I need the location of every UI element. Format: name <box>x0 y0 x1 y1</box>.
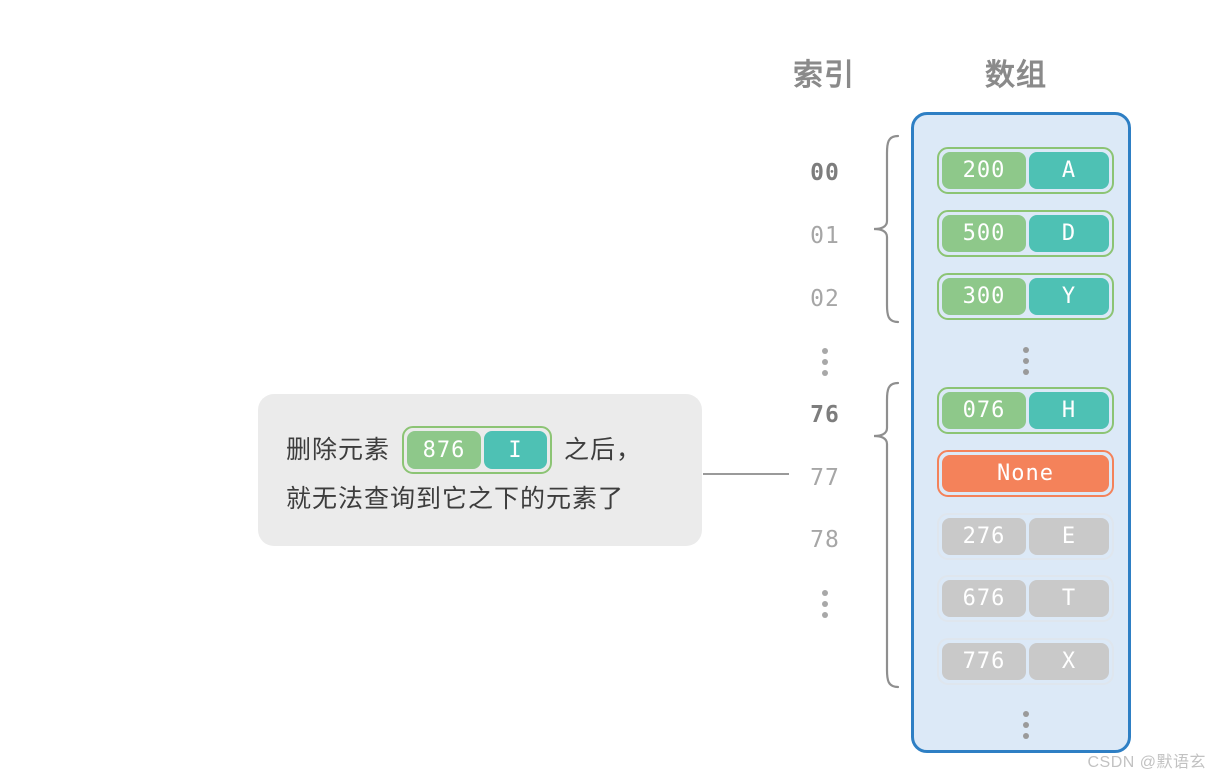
array-cell-value: E <box>1029 518 1109 555</box>
array-cell-key: 076 <box>942 392 1026 429</box>
array-cell-key: 500 <box>942 215 1026 252</box>
array-cell-key: 776 <box>942 643 1026 680</box>
index-label-02: 02 <box>810 286 840 312</box>
array-cell-value: Y <box>1029 278 1109 315</box>
callout-text-line2: 就无法查询到它之下的元素了 <box>286 485 625 514</box>
array-cell-key: 676 <box>942 580 1026 617</box>
index-label-01: 01 <box>810 223 840 249</box>
ellipsis-dots <box>996 711 1056 739</box>
inline-element-badge: 876 I <box>402 426 553 475</box>
inline-badge-value: I <box>484 431 548 470</box>
inline-badge-key: 876 <box>407 431 482 470</box>
array-cell-key: 276 <box>942 518 1026 555</box>
index-label-78: 78 <box>810 527 840 553</box>
array-cell-deleted: None <box>937 450 1114 497</box>
array-ellipsis <box>937 343 1114 379</box>
index-label-76: 76 <box>810 402 840 428</box>
array-cell-value: A <box>1029 152 1109 189</box>
array-cell-value: T <box>1029 580 1109 617</box>
watermark: CSDN @默语玄 <box>1087 754 1206 771</box>
array-cell-none-label: None <box>942 455 1109 492</box>
callout-text-before: 删除元素 <box>286 435 391 464</box>
array-ellipsis <box>937 707 1114 743</box>
ellipsis-dots <box>996 347 1056 375</box>
index-label-00: 00 <box>810 160 840 186</box>
column-header-index: 索引 <box>793 59 855 92</box>
index-column: 00 01 02 76 77 78 <box>795 110 865 760</box>
brace-top-group <box>868 133 902 330</box>
array-cell-value: H <box>1029 392 1109 429</box>
column-header-array: 数组 <box>985 59 1047 92</box>
array-cell-value: D <box>1029 215 1109 252</box>
callout-bubble: 删除元素 876 I 之后， 就无法查询到它之下的元素了 <box>258 394 702 546</box>
brace-bottom-group <box>868 380 902 695</box>
index-label-77: 77 <box>810 465 840 491</box>
callout-text-after: 之后， <box>564 435 643 464</box>
array-row: None <box>937 450 1114 497</box>
array-cell-value: X <box>1029 643 1109 680</box>
array-cell-key: 300 <box>942 278 1026 315</box>
callout-connector-line <box>703 473 789 475</box>
callout-line-2: 就无法查询到它之下的元素了 <box>286 486 674 514</box>
array-cell-key: 200 <box>942 152 1026 189</box>
index-ellipsis-bottom <box>795 590 855 618</box>
index-ellipsis-top <box>795 348 855 376</box>
callout-line-1: 删除元素 876 I 之后， <box>286 426 674 475</box>
